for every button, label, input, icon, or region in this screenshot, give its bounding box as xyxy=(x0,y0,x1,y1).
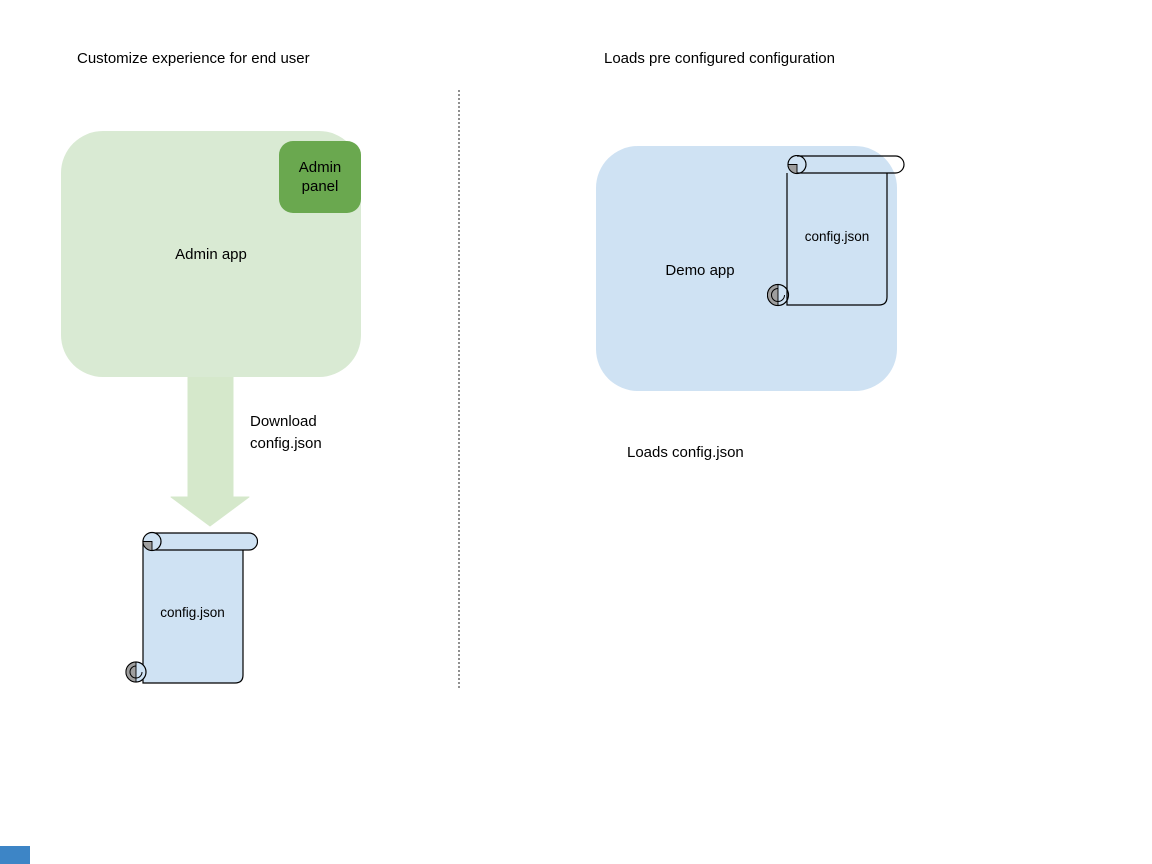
right-panel-title: Loads pre configured configuration xyxy=(604,50,835,67)
download-config-label: Download config.json xyxy=(250,413,322,452)
left-panel-title: Customize experience for end user xyxy=(77,50,310,67)
admin-panel-label: Admin panel xyxy=(298,159,342,195)
config-json-label-right: config.json xyxy=(804,229,870,244)
down-arrow-icon xyxy=(170,377,250,527)
loads-config-caption: Loads config.json xyxy=(627,444,744,461)
config-scroll-shape-right xyxy=(767,155,905,307)
config-json-label-left: config.json xyxy=(160,605,225,620)
admin-app-label: Admin app xyxy=(175,246,247,263)
corner-blue-square xyxy=(0,846,30,864)
demo-app-box xyxy=(596,146,897,391)
panel-divider xyxy=(458,90,460,688)
config-scroll-shape-left xyxy=(125,531,258,684)
admin-panel-box: Admin panel xyxy=(279,141,361,213)
admin-app-box: Admin app Admin panel xyxy=(61,131,361,377)
demo-app-label: Demo app xyxy=(665,262,735,279)
